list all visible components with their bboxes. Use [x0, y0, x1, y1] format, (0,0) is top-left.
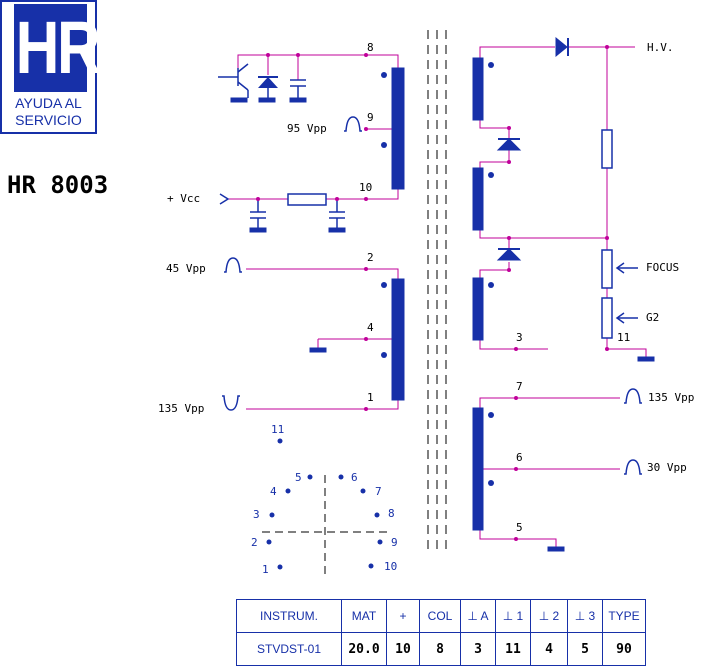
table-header: ⊥ A: [460, 599, 496, 633]
table-header: +: [386, 599, 420, 633]
socket-pin-6: 6: [351, 471, 358, 484]
hv-diode-icon: [555, 36, 568, 58]
focus-resistor-icon: [601, 249, 613, 289]
hv-winding-3: [472, 277, 484, 341]
ground-icon: [249, 227, 267, 233]
socket-pin-10: 10: [384, 560, 397, 573]
pin-1: 1: [367, 391, 374, 404]
hv-winding-2: [472, 167, 484, 231]
pin-8: 8: [367, 41, 374, 54]
pin-10: 10: [359, 181, 372, 194]
socket-pin-5: 5: [295, 471, 302, 484]
g2-resistor-icon: [601, 297, 613, 339]
table-header: ⊥ 1: [495, 599, 531, 633]
logo-line-1: AYUDA AL: [15, 95, 82, 111]
socket-pin-8: 8: [388, 507, 395, 520]
table-header: MAT: [341, 599, 387, 633]
pin-table: INSTRUM. MAT + COL ⊥ A ⊥ 1 ⊥ 2 ⊥ 3 TYPE …: [236, 599, 646, 666]
diode-icon: [496, 138, 522, 151]
model-number: HR 8003: [7, 171, 109, 199]
table-cell: 4: [530, 632, 568, 666]
socket-pin-7: 7: [375, 485, 382, 498]
logo: HR AYUDA AL SERVICIO: [0, 0, 101, 134]
resistor-icon: [601, 129, 613, 169]
labels: + Vcc 95 Vpp 45 Vpp 135 Vpp 8 9 10 2 4 1…: [158, 41, 694, 534]
pulse-icon: [344, 116, 362, 132]
table-cell: 8: [419, 632, 461, 666]
table-header: INSTRUM.: [236, 599, 342, 633]
table-cell: STVDST-01: [236, 632, 342, 666]
socket-pin-2: 2: [251, 536, 258, 549]
ground-icon: [309, 347, 327, 353]
pin-3: 3: [516, 331, 523, 344]
socket-pin-3: 3: [253, 508, 260, 521]
hv-winding-1: [472, 57, 484, 121]
ground-icon: [230, 97, 248, 103]
table-cell: 10: [386, 632, 420, 666]
components: [230, 36, 655, 552]
pin-5: 5: [516, 521, 523, 534]
socket-pin-1: 1: [262, 563, 269, 576]
pulse-icon: [624, 388, 642, 404]
polarity-dots: [381, 62, 494, 486]
ground-icon: [547, 546, 565, 552]
pulse-icon: [624, 459, 642, 475]
passive-parts: [218, 63, 638, 339]
socket-pin-9: 9: [391, 536, 398, 549]
pin-6: 6: [516, 451, 523, 464]
logo-letters: HR: [14, 4, 101, 92]
focus-label: FOCUS: [646, 261, 679, 274]
diode-icon: [496, 248, 522, 261]
logo-line-2: SERVICIO: [15, 112, 82, 128]
socket-pin-4: 4: [270, 485, 277, 498]
wave-30-label: 30 Vpp: [647, 461, 687, 474]
ground-icon: [637, 356, 655, 362]
wave-45-label: 45 Vpp: [166, 262, 206, 275]
table-header: ⊥ 2: [530, 599, 568, 633]
table-row: STVDST-01 20.0 10 8 3 11 4 5 90: [236, 632, 646, 666]
vcc-label: + Vcc: [167, 192, 200, 205]
ground-icon: [328, 227, 346, 233]
table-cell: 20.0: [341, 632, 387, 666]
winding-primary: [391, 67, 405, 190]
wave-95-label: 95 Vpp: [287, 122, 327, 135]
damper-diode-icon: [258, 77, 278, 88]
g2-label: G2: [646, 311, 659, 324]
socket-pin-11: 11: [271, 423, 284, 436]
pulse-icon: [224, 257, 242, 273]
ground-icon: [289, 97, 307, 103]
aux-winding: [472, 407, 484, 531]
junctions: [256, 45, 609, 541]
pin-2: 2: [367, 251, 374, 264]
table-header: TYPE: [602, 599, 646, 633]
socket-labels: 1 2 3 4 5 6 7 8 9 10 11: [251, 423, 398, 576]
pin-4: 4: [367, 321, 374, 334]
pin-7: 7: [516, 380, 523, 393]
wave-135-right-label: 135 Vpp: [648, 391, 694, 404]
hv-label: H.V.: [647, 41, 674, 54]
table-cell: 5: [567, 632, 603, 666]
wave-135-left-label: 135 Vpp: [158, 402, 204, 415]
table-cell: 11: [495, 632, 531, 666]
table-header: COL: [419, 599, 461, 633]
winding-secondary: [391, 278, 405, 401]
table-cell: 3: [460, 632, 496, 666]
ground-icon: [258, 97, 276, 103]
transformer-core: [427, 30, 447, 550]
waveforms: [222, 116, 642, 475]
pin-11: 11: [617, 331, 630, 344]
resistor-icon: [287, 193, 327, 206]
table-header-row: INSTRUM. MAT + COL ⊥ A ⊥ 1 ⊥ 2 ⊥ 3 TYPE: [236, 599, 646, 633]
table-cell: 90: [602, 632, 646, 666]
neg-pulse-icon: [222, 395, 240, 411]
table-header: ⊥ 3: [567, 599, 603, 633]
pin-9: 9: [367, 111, 374, 124]
socket-pinout: [262, 438, 392, 578]
